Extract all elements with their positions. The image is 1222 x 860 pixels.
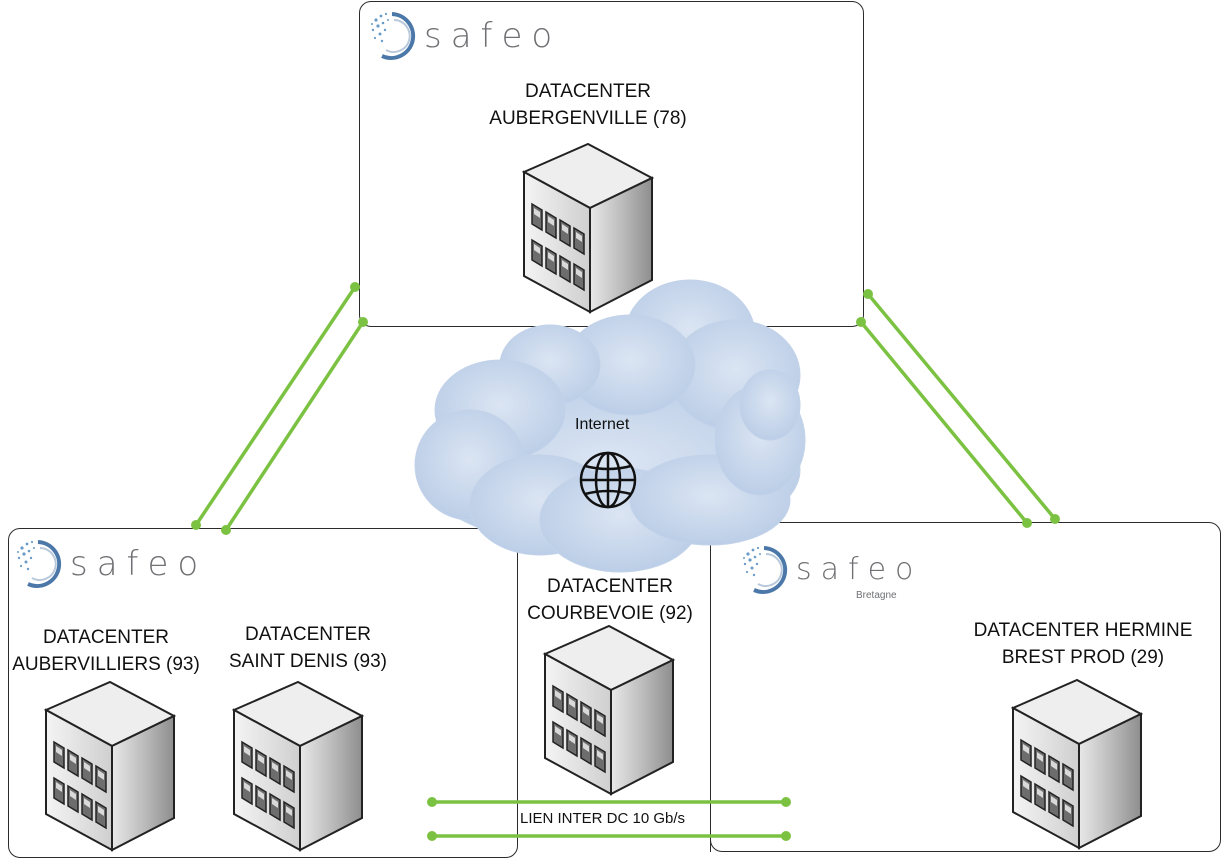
link-endpoint: [1050, 514, 1060, 524]
safeo-logo-icon: [371, 12, 416, 60]
bretagne-subtitle: Bretagne: [856, 590, 897, 601]
internet-cloud: [414, 279, 806, 573]
globe-icon: [579, 451, 637, 509]
safeo-logo-text: safeo: [796, 552, 923, 587]
datacenter-label-aubergenville: DATACENTER AUBERGENVILLE (78): [478, 78, 698, 132]
datacenter-label-saint-denis: DATACENTER SAINT DENIS (93): [208, 621, 408, 675]
link-aubergenville-brest-1: [866, 292, 1057, 521]
link-endpoint: [427, 797, 437, 807]
datacenter-label-hermine: DATACENTER HERMINE BREST PROD (29): [963, 617, 1203, 671]
links-group: [191, 282, 1060, 841]
link-endpoint: [781, 831, 791, 841]
safeo-logo-text: safeo: [70, 544, 208, 584]
safeo-logo-top: safeo: [368, 6, 552, 66]
safeo-bretagne-logo: safeo Bretagne: [740, 540, 923, 601]
link-endpoint: [427, 831, 437, 841]
link-endpoint: [1022, 518, 1032, 528]
datacenter-label-aubervilliers: DATACENTER AUBERVILLIERS (93): [6, 624, 206, 678]
inter-dc-link-label: LIEN INTER DC 10 Gb/s: [520, 810, 686, 827]
safeo-logo-text: safeo: [424, 16, 562, 56]
courbevoie-divider: [710, 522, 711, 852]
link-endpoint: [350, 282, 360, 292]
label-line-2: COURBEVOIE (92): [527, 603, 693, 624]
label-line-2: AUBERGENVILLE (78): [489, 108, 687, 129]
label-line-1: DATACENTER HERMINE: [973, 620, 1193, 641]
link-endpoint: [358, 317, 368, 327]
link-endpoint: [781, 797, 791, 807]
label-line-2: BREST PROD (29): [1001, 647, 1165, 668]
label-line-1: DATACENTER: [547, 576, 673, 597]
safeo-logo-icon: [743, 546, 788, 594]
link-aubergenville-paris-1: [194, 286, 357, 526]
link-endpoint: [863, 289, 873, 299]
link-endpoint: [856, 317, 866, 327]
label-line-1: DATACENTER: [245, 624, 371, 645]
link-endpoint: [221, 525, 231, 535]
safeo-logo-paris: safeo: [14, 534, 198, 594]
label-line-1: DATACENTER: [43, 627, 169, 648]
internet-label: Internet: [575, 416, 630, 433]
link-endpoint: [191, 520, 201, 530]
label-line-1: DATACENTER: [525, 81, 651, 102]
label-line-2: AUBERVILLIERS (93): [12, 654, 200, 675]
label-line-2: SAINT DENIS (93): [228, 651, 388, 672]
link-aubergenville-paris-2: [224, 321, 365, 531]
safeo-logo-icon: [17, 540, 62, 588]
datacenter-label-courbevoie: DATACENTER COURBEVOIE (92): [510, 573, 710, 627]
link-aubergenville-brest-2: [859, 320, 1029, 525]
